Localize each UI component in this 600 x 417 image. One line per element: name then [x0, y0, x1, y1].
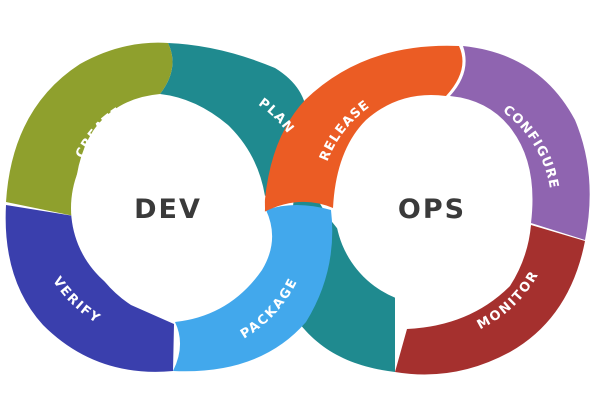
stage-plan-segment[interactable]	[160, 43, 308, 196]
stage-configure-segment[interactable]	[450, 46, 590, 240]
dev-hub	[71, 111, 265, 305]
stage-verify-segment[interactable]	[5, 205, 175, 372]
dev-label: DEV	[134, 194, 202, 225]
ops-label: OPS	[398, 194, 466, 225]
stage-package-segment[interactable]	[173, 205, 333, 372]
stage-release-segment[interactable]	[264, 45, 463, 212]
stage-monitor-segment[interactable]	[395, 225, 585, 375]
ops-hub	[335, 111, 529, 305]
connector-segment	[282, 150, 395, 372]
stage-create-segment[interactable]	[6, 42, 173, 217]
